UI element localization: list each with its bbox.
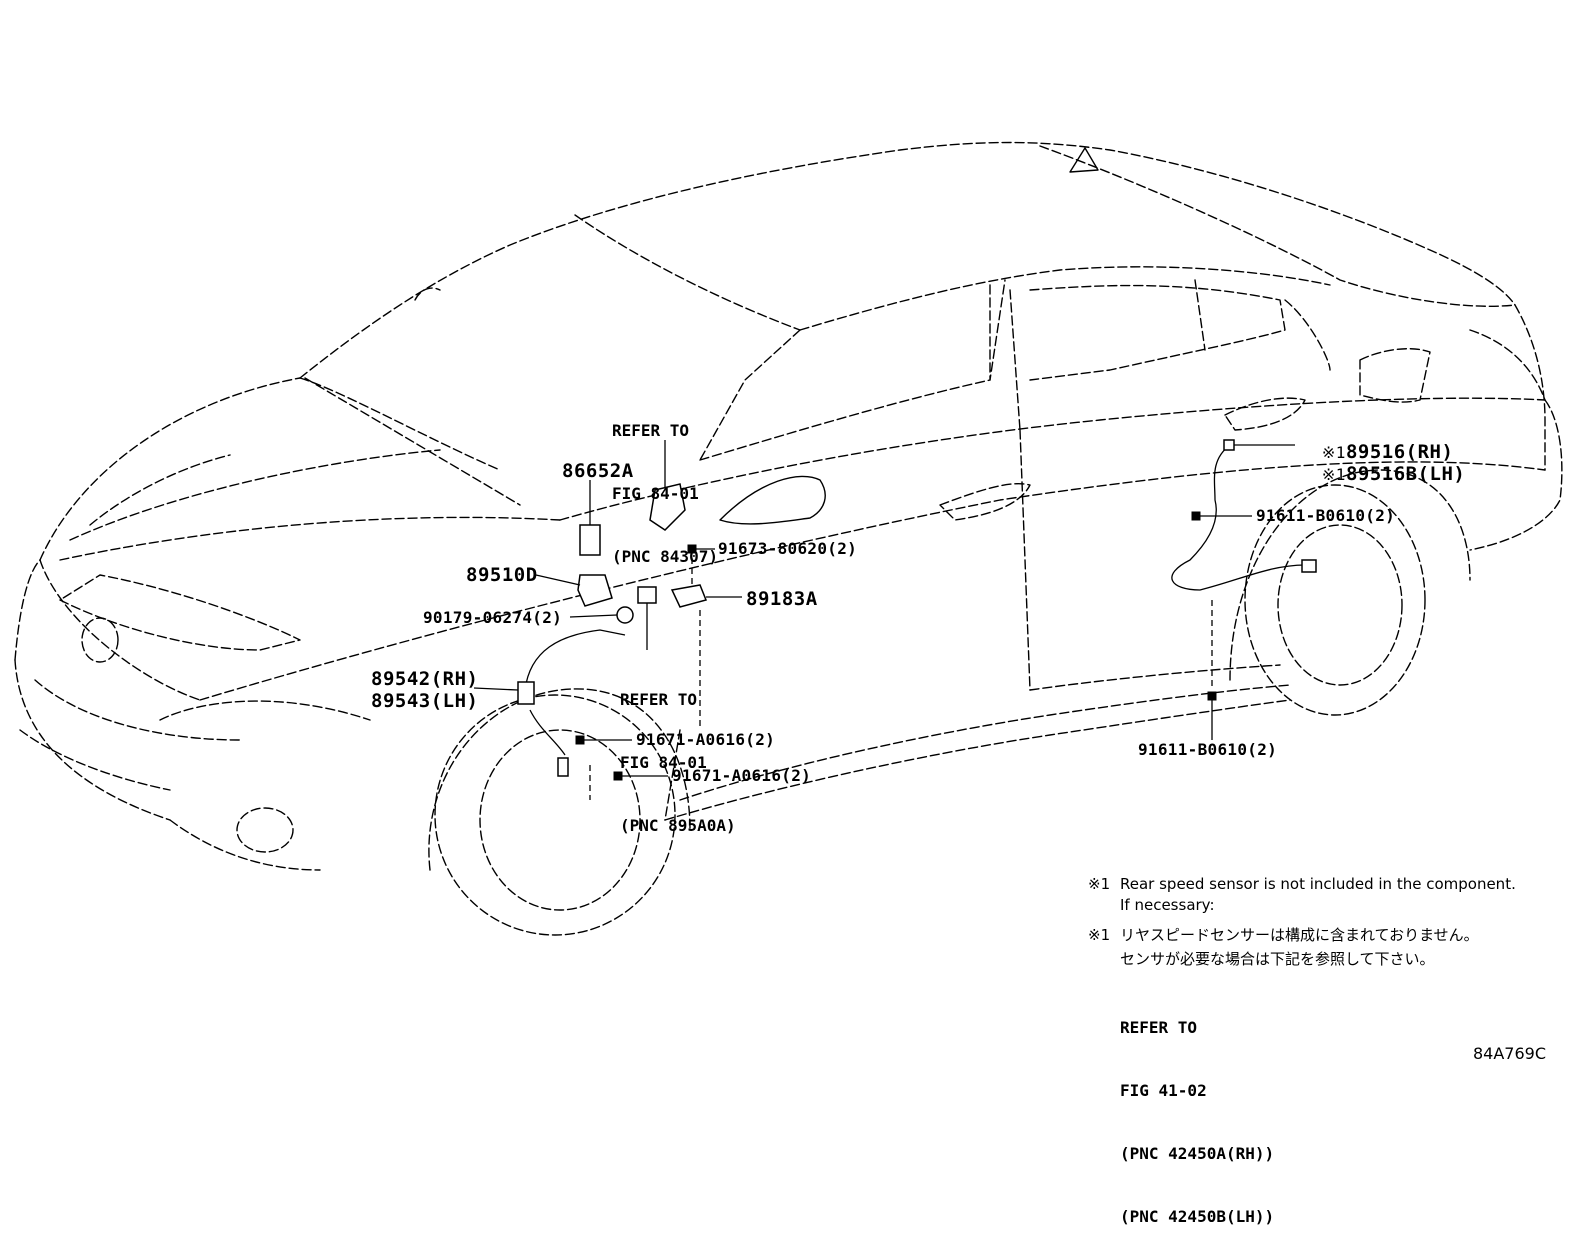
note-refer-line: REFER TO bbox=[1120, 1018, 1198, 1037]
part-label-89516B: ※189516B(LH) bbox=[1298, 446, 1465, 484]
part-label-89542: 89542(RH) bbox=[371, 668, 479, 690]
part-label-91671-b: 91671-A0616(2) bbox=[672, 766, 812, 785]
part-89516B-number: 89516B(LH) bbox=[1345, 463, 1466, 485]
components-and-leaders bbox=[0, 0, 1592, 1099]
component-89183A-icon bbox=[672, 585, 706, 607]
note-refer-line: FIG 41-02 bbox=[1120, 1081, 1207, 1100]
bolt-91611-b-icon bbox=[1208, 692, 1216, 700]
note-en-mark: ※1 bbox=[1088, 875, 1111, 893]
part-label-86652A: 86652A bbox=[562, 460, 634, 482]
part-label-89516: ※189516(RH) bbox=[1298, 424, 1453, 462]
note-en-line2: If necessary: bbox=[1120, 896, 1215, 914]
component-86652A-icon bbox=[580, 525, 600, 555]
part-label-89543: 89543(LH) bbox=[371, 690, 479, 712]
rear-sensor-tip-icon bbox=[1302, 560, 1316, 572]
refer-block-84307: REFER TO FIG 84-01 (PNC 84307) bbox=[612, 378, 718, 588]
nut-90179-icon bbox=[617, 607, 633, 623]
bracket-895A0A-icon bbox=[638, 587, 656, 603]
bolt-91671-a-icon bbox=[576, 736, 584, 744]
note-ja-mark: ※1 bbox=[1088, 926, 1111, 944]
part-label-89510D: 89510D bbox=[466, 564, 538, 586]
sensor-tip-icon bbox=[558, 758, 568, 776]
part-label-91673: 91673-80620(2) bbox=[718, 539, 858, 558]
note-refer-line: (PNC 42450B(LH)) bbox=[1120, 1207, 1275, 1226]
note-refer-block: REFER TO FIG 41-02 (PNC 42450A(RH)) (PNC… bbox=[1120, 975, 1274, 1248]
note-ja-line2: センサが必要な場合は下記を参照して下さい。 bbox=[1120, 950, 1435, 968]
component-89510D-icon bbox=[578, 575, 612, 606]
note-refer-line: (PNC 42450A(RH)) bbox=[1120, 1144, 1275, 1163]
part-label-91611-a: 91611-B0610(2) bbox=[1256, 506, 1396, 525]
diagram-code: 84A769C bbox=[1473, 1044, 1547, 1063]
refer-line: FIG 84-01 bbox=[620, 753, 707, 772]
car-outline-drawing bbox=[0, 0, 1592, 1099]
part-label-91611-b: 91611-B0610(2) bbox=[1138, 740, 1278, 759]
part-89516-number: 89516(RH) bbox=[1345, 441, 1454, 463]
refer-line: (PNC 895A0A) bbox=[620, 816, 736, 835]
note-en-line1: Rear speed sensor is not included in the… bbox=[1120, 875, 1516, 893]
rear-sensor-connector-icon bbox=[1224, 440, 1234, 450]
bolt-91611-a-icon bbox=[1192, 512, 1200, 520]
part-label-90179: 90179-06274(2) bbox=[423, 608, 563, 627]
note-ja-line1: リヤスピードセンサーは構成に含まれておりません。 bbox=[1120, 926, 1479, 944]
part-label-89183A: 89183A bbox=[746, 588, 818, 610]
refer-block-895A0A: REFER TO FIG 84-01 (PNC 895A0A) bbox=[620, 647, 736, 857]
refer-line: FIG 84-01 bbox=[612, 484, 699, 503]
refer-line: (PNC 84307) bbox=[612, 547, 718, 566]
refer-line: REFER TO bbox=[612, 421, 690, 440]
note-mark: ※1 bbox=[1321, 443, 1346, 462]
front-speed-sensor-icon bbox=[518, 682, 534, 704]
part-label-91671-a: 91671-A0616(2) bbox=[636, 730, 776, 749]
refer-line: REFER TO bbox=[620, 690, 698, 709]
camera-bracket-icon bbox=[650, 484, 685, 530]
note-mark: ※1 bbox=[1321, 465, 1346, 484]
